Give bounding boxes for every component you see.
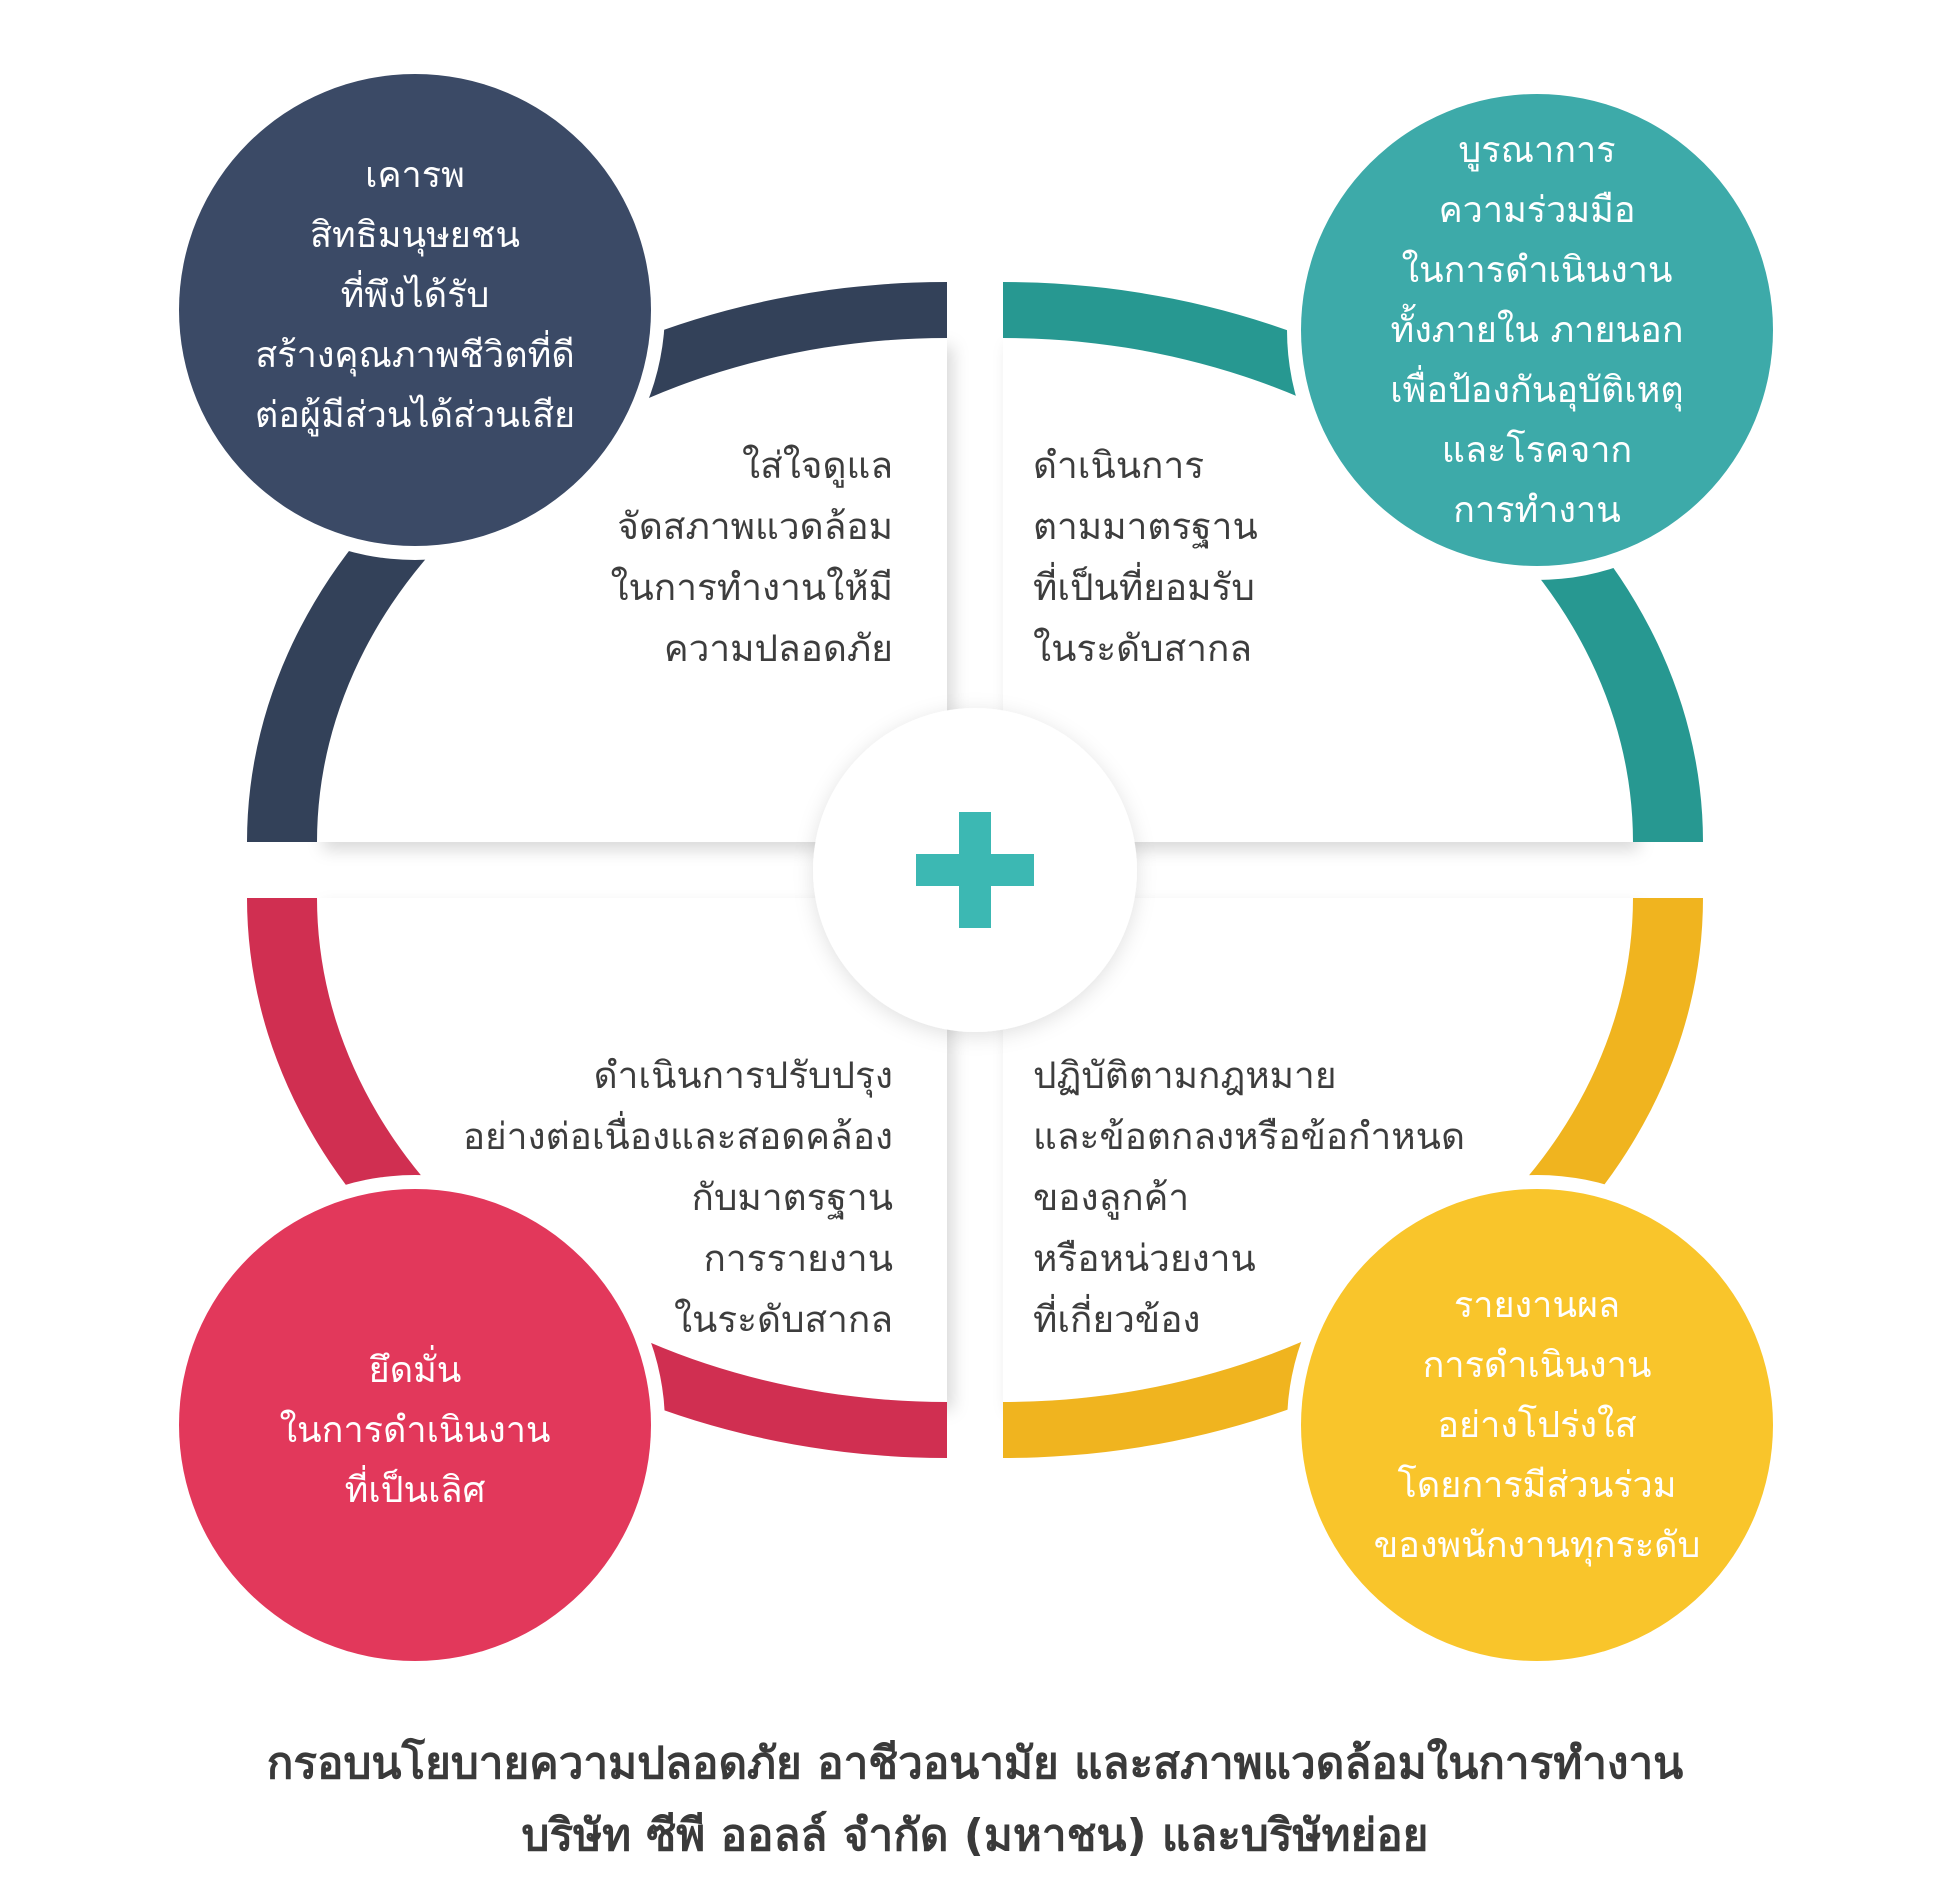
quadrant-top-left-line: ความปลอดภัย (664, 627, 893, 670)
bubble-text-bottom-left: ยึดมั่นในการดำเนินงานที่เป็นเลิศ (279, 1345, 550, 1511)
quadrant-bottom-right-line: ที่เกี่ยวข้อง (1033, 1293, 1200, 1341)
quadrant-panel-bottom-right (1003, 898, 1633, 1402)
bubble-bottom-left-line: ในการดำเนินงาน (279, 1409, 550, 1451)
quadrant-text-bottom-right: ปฏิบัติตามกฎหมายและข้อตกลงหรือข้อกำหนดขอ… (1033, 1054, 1465, 1341)
quadrant-bottom-right-line: หรือหน่วยงาน (1033, 1237, 1256, 1280)
bubble-bottom-right-line: อย่างโปร่งใส (1437, 1404, 1636, 1446)
quadrant-top-left-line: ใส่ใจดูแล (742, 444, 893, 488)
bubble-text-top-right: บูรณาการความร่วมมือในการดำเนินงานทั้งภาย… (1390, 130, 1683, 531)
bubble-top-right-line: ความร่วมมือ (1439, 190, 1636, 231)
quadrant-bottom-left-line: ในระดับสากล (674, 1298, 893, 1341)
bubble-top-left-line: สร้างคุณภาพชีวิตที่ดี (255, 330, 574, 377)
quadrant-bottom-right-line: ปฏิบัติตามกฎหมาย (1033, 1054, 1337, 1097)
caption-line-2: บริษัท ซีพี ออลล์ จำกัด (มหาชน) และบริษั… (521, 1810, 1429, 1861)
bubble-bottom-right-line: การดำเนินงาน (1423, 1345, 1652, 1386)
quadrant-top-right-line: ดำเนินการ (1033, 444, 1204, 487)
bubble-top-right-line: ทั้งภายใน ภายนอก (1390, 303, 1683, 351)
bubble-top-left-line: เคารพ (365, 155, 465, 196)
quadrant-text-top-right: ดำเนินการตามมาตรฐานที่เป็นที่ยอมรับในระด… (1033, 444, 1258, 670)
bubble-top-left-fill (179, 74, 651, 546)
quadrant-top-right-line: ที่เป็นที่ยอมรับ (1033, 561, 1255, 609)
quadrant-text-bottom-left: ดำเนินการปรับปรุงอย่างต่อเนื่องและสอดคล้… (463, 1054, 893, 1341)
quadrant-panel-top-right (1003, 338, 1633, 842)
bubble-top-left-line: ที่พึงได้รับ (341, 270, 490, 316)
bubble-top-right-line: การทำงาน (1453, 490, 1621, 531)
bubble-bottom-right-line: โดยการมีส่วนร่วม (1398, 1464, 1677, 1506)
quadrant-bottom-left-line: ดำเนินการปรับปรุง (594, 1054, 893, 1098)
quadrant-bottom-left-line: การรายงาน (703, 1237, 893, 1280)
quadrant-top-right-line: ในระดับสากล (1033, 627, 1252, 670)
bubble-bottom-left-fill (179, 1189, 651, 1661)
bubble-top-left-line: ต่อผู้มีส่วนได้ส่วนเสีย (255, 394, 575, 437)
quadrant-text-top-left: ใส่ใจดูแลจัดสภาพแวดล้อมในการทำงานให้มีคว… (610, 444, 893, 670)
bubble-top-right-line: และโรคจาก (1442, 429, 1632, 471)
quadrant-bottom-right-line: และข้อตกลงหรือข้อกำหนด (1033, 1115, 1465, 1158)
bubble-bottom-left-line: ที่เป็นเลิศ (345, 1465, 486, 1511)
bubble-top-right-line: บูรณาการ (1458, 130, 1615, 172)
quadrant-bottom-left-line: อย่างต่อเนื่องและสอดคล้อง (463, 1110, 893, 1158)
bubble-text-bottom-right: รายงานผลการดำเนินงานอย่างโปร่งใสโดยการมี… (1374, 1285, 1701, 1567)
bubble-bottom-right-line: รายงานผล (1454, 1285, 1620, 1326)
plus-icon (916, 812, 1034, 928)
quadrant-panel-top-left (317, 338, 947, 842)
bubble-bottom-right-line: ของพนักงานทุกระดับ (1374, 1525, 1701, 1567)
bubble-top-right-fill (1301, 94, 1773, 566)
quadrant-top-left-line: จัดสภาพแวดล้อม (617, 505, 893, 548)
quadrant-panel-bottom-left (317, 898, 947, 1402)
quadrant-panels (317, 338, 1633, 1402)
bubble-text-top-left: เคารพสิทธิมนุษยชนที่พึงได้รับสร้างคุณภาพ… (255, 155, 575, 437)
caption-line-1: กรอบนโยบายความปลอดภัย อาชีวอนามัย และสภา… (266, 1738, 1684, 1789)
bubble-top-right-line: ในการดำเนินงาน (1401, 249, 1672, 291)
bubble-bottom-right-fill (1301, 1189, 1773, 1661)
quadrant-bottom-left-line: กับมาตรฐาน (692, 1176, 893, 1220)
bubble-top-right-line: เพื่อป้องกันอุบัติเหตุ (1390, 365, 1683, 412)
quadrant-top-left-line: ในการทำงานให้มี (610, 566, 893, 609)
bubble-top-left-line: สิทธิมนุษยชน (310, 215, 520, 257)
quadrant-bottom-right-line: ของลูกค้า (1033, 1176, 1189, 1220)
bubble-bottom-left-line: ยึดมั่น (369, 1345, 462, 1391)
quadrant-top-right-line: ตามมาตรฐาน (1033, 505, 1258, 549)
